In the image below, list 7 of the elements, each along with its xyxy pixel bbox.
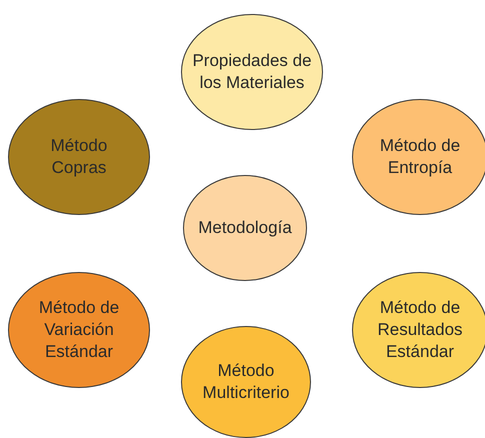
node-label: Método de Entropía — [378, 135, 462, 179]
node-label: Método de Variación Estándar — [38, 297, 120, 363]
node-label: Metodología — [198, 217, 292, 239]
node-label: Método Copras — [50, 135, 108, 179]
node-label: Método Multicriterio — [202, 360, 290, 404]
node-label: Propiedades de los Materiales — [192, 50, 312, 94]
node-label: Método de Resultados Estándar — [376, 297, 464, 363]
